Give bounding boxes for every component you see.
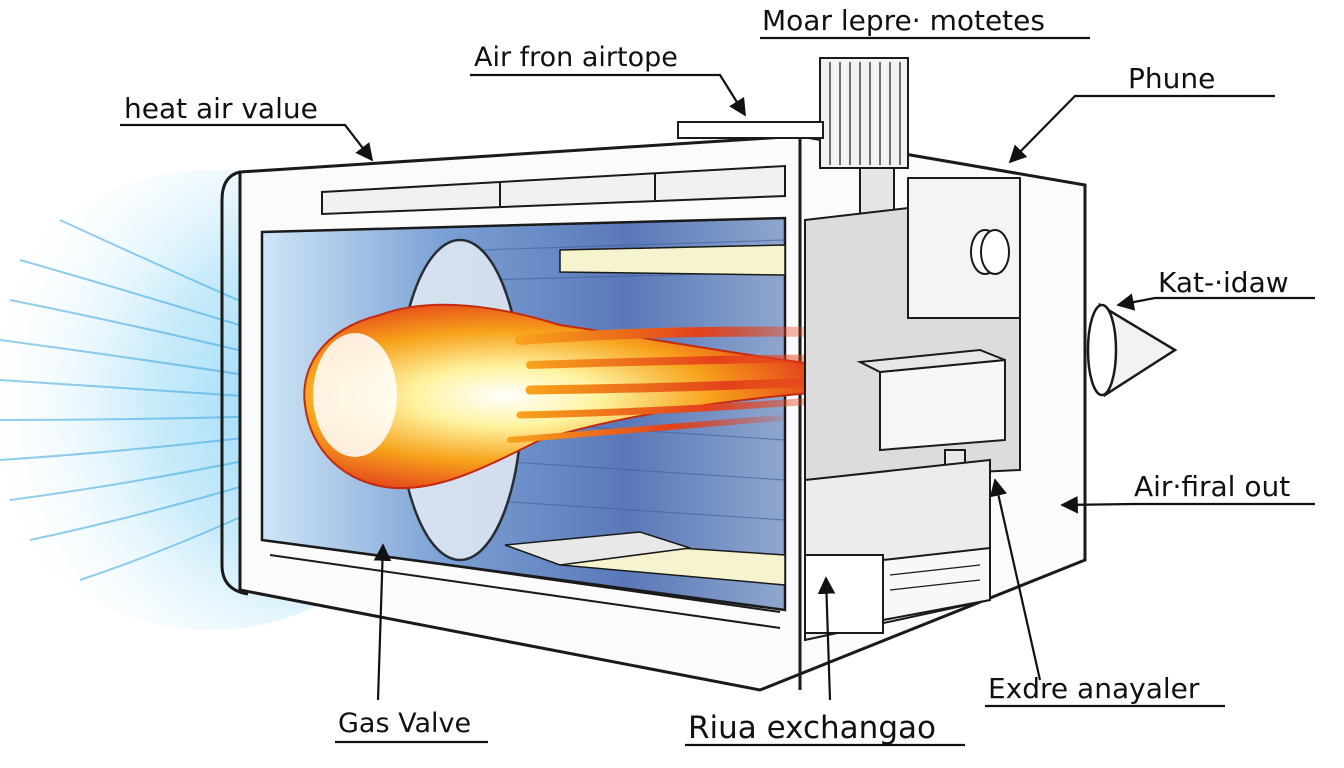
- label-air-fron-airtope: Air fron airtope: [474, 42, 678, 73]
- label-kat-idaw: Kat-·idaw: [1158, 266, 1289, 299]
- top-rail: [321, 164, 786, 216]
- label-phune: Phune: [1128, 62, 1215, 95]
- callout-arrows: [120, 36, 1315, 747]
- control-compartment: [804, 177, 1021, 642]
- label-riua-exchangao: Riua exchangao: [688, 710, 936, 746]
- label-gas-valve: Gas Valve: [338, 708, 471, 739]
- side-outlet-cone: [1086, 302, 1178, 398]
- label-exdre-anayaler: Exdre anayaler: [988, 672, 1200, 705]
- label-moar-lepre-motetes: Moar lepre· motetes: [762, 4, 1045, 37]
- label-air-firal-out: Air·firal out: [1134, 470, 1290, 503]
- label-heat-air-value: heat air value: [124, 92, 318, 125]
